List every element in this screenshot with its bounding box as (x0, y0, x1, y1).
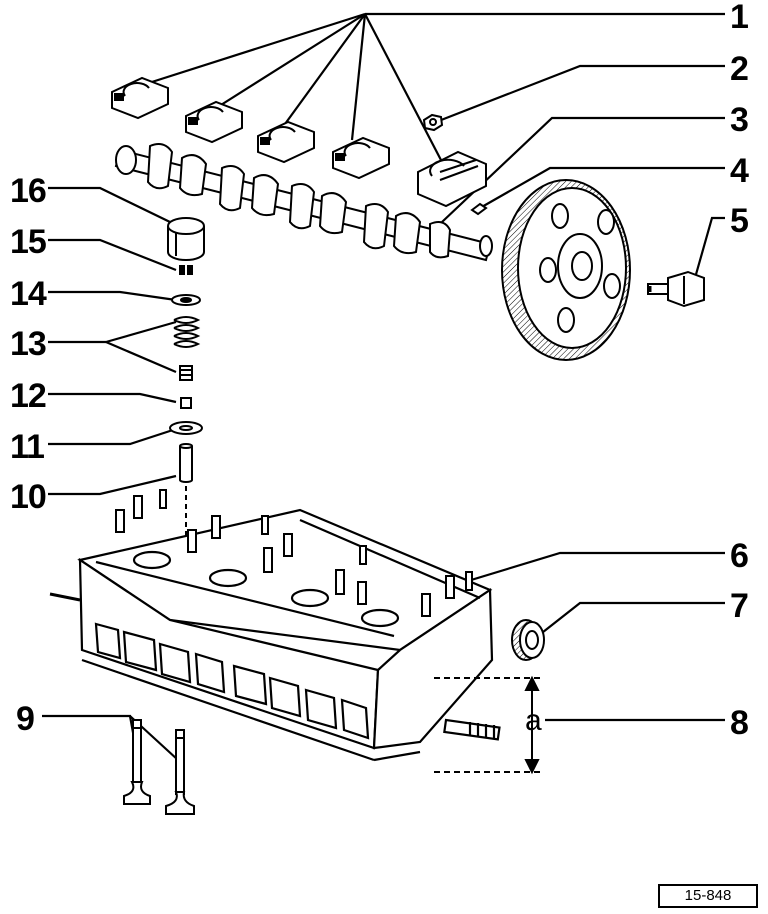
sprocket-bolt (647, 270, 705, 308)
bearing-cap (185, 100, 243, 144)
callout-1: 1 (730, 0, 748, 36)
callout-10: 10 (10, 478, 46, 516)
oil-seal (511, 619, 545, 661)
camshaft (114, 143, 493, 262)
callout-numbers: 1 2 3 4 5 6 7 8 9 10 11 12 13 14 15 16 a (10, 0, 750, 742)
callout-6: 6 (730, 537, 748, 575)
valves (123, 719, 195, 815)
callout-11: 11 (10, 428, 44, 466)
valve-train (167, 217, 205, 540)
camshaft-sprocket (501, 179, 631, 361)
woodruff-key (470, 202, 488, 216)
callout-8: 8 (730, 704, 748, 742)
bearing-caps (111, 76, 487, 208)
callout-4: 4 (730, 152, 749, 190)
dimension-label: a (525, 704, 542, 737)
callout-13: 13 (10, 325, 46, 363)
bearing-cap (257, 120, 315, 164)
figure-reference: 15-848 (658, 884, 758, 908)
callout-5: 5 (730, 202, 748, 240)
bearing-cap (111, 76, 169, 120)
bearing-cap-double (417, 150, 487, 208)
figure-id: 15-848 (684, 887, 732, 904)
dimension-a (434, 675, 540, 775)
small-parts (422, 113, 488, 216)
callout-16: 16 (10, 172, 46, 210)
callout-3: 3 (730, 101, 748, 139)
callout-9: 9 (16, 700, 34, 738)
cylinder-head (49, 489, 501, 762)
bearing-cap (332, 136, 390, 180)
callout-7: 7 (730, 587, 748, 625)
callout-14: 14 (10, 275, 47, 313)
callout-2: 2 (730, 50, 748, 88)
callout-12: 12 (10, 377, 46, 415)
callout-15: 15 (10, 223, 46, 261)
